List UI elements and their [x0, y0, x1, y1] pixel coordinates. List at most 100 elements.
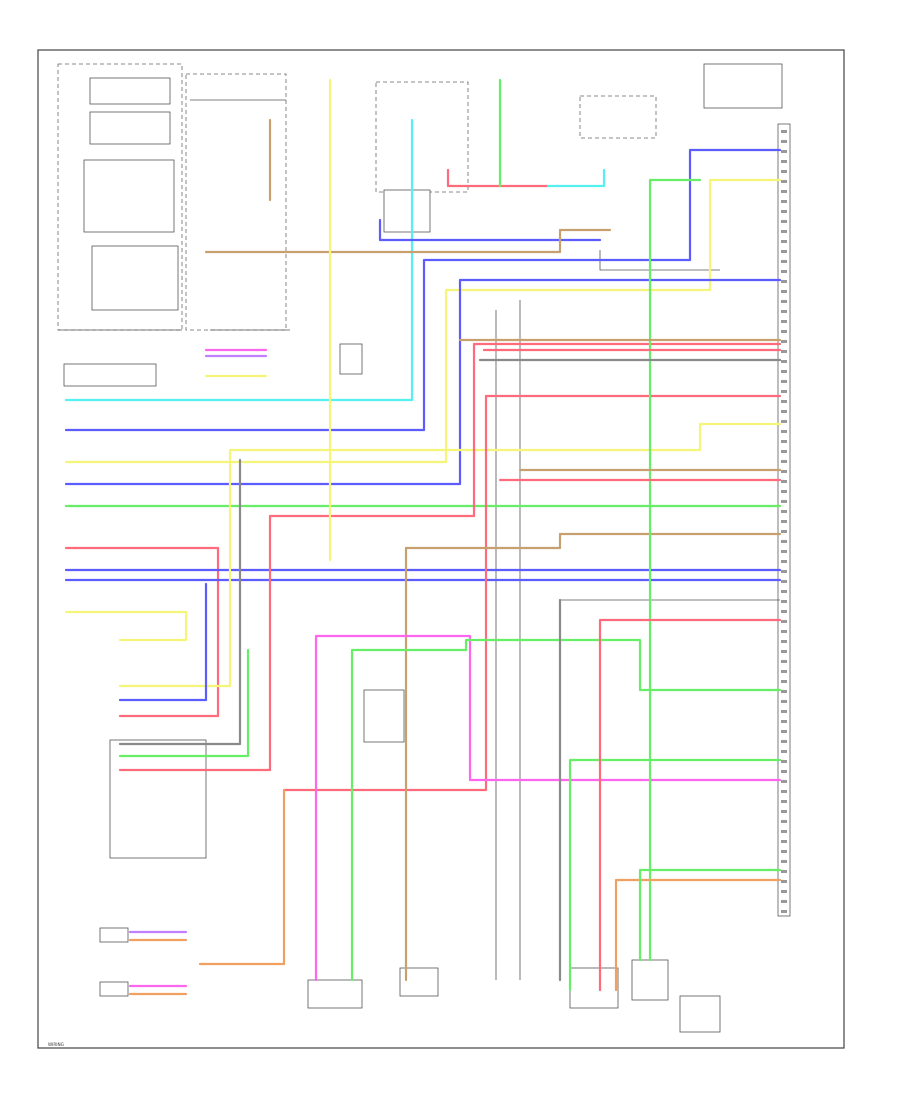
connector-pin — [781, 330, 787, 333]
connector-pin — [781, 760, 787, 763]
connector-pin — [781, 240, 787, 243]
connector-pin — [781, 390, 787, 393]
wire-gray-44 — [118, 458, 242, 746]
wire-green-17 — [350, 638, 782, 982]
connector-pin — [781, 500, 787, 503]
connector-pin — [781, 480, 787, 483]
module-block-2 — [89, 111, 171, 145]
connector-pin — [781, 510, 787, 513]
connector-pin — [781, 440, 787, 443]
mid-sensor — [363, 689, 405, 743]
diagram-frame — [37, 49, 845, 1049]
gray-route-4 — [560, 599, 780, 761]
wire-red-6 — [64, 546, 220, 718]
wire-cyan-1 — [64, 118, 414, 402]
connector-pin — [781, 140, 787, 143]
connector-pin — [781, 700, 787, 703]
left-bottom-connector-a — [99, 927, 129, 943]
module-block-3 — [83, 159, 175, 233]
bottom-sensor-4 — [631, 959, 669, 1001]
wire-red-13 — [282, 394, 782, 792]
lower-left-module — [63, 363, 157, 387]
connector-pin — [781, 640, 787, 643]
connector-pin — [781, 620, 787, 623]
connector-pin — [781, 260, 787, 263]
connector-pin — [781, 520, 787, 523]
wire-orange-21 — [614, 878, 782, 992]
connector-pin — [781, 570, 787, 573]
connector-pins — [781, 130, 787, 913]
connector-pin — [781, 680, 787, 683]
connector-pin — [781, 820, 787, 823]
bottom-sensor-5 — [679, 995, 721, 1033]
connector-pin — [781, 250, 787, 253]
wire-green-22 — [638, 868, 782, 962]
connector-pin — [781, 450, 787, 453]
connector-pin — [781, 900, 787, 903]
connector-pin — [781, 370, 787, 373]
connector-pin — [781, 740, 787, 743]
connector-pin — [781, 400, 787, 403]
footer-code: WIRING — [48, 1042, 64, 1047]
connector-pin — [781, 430, 787, 433]
bottom-sensor-3 — [569, 967, 619, 1009]
connector-pin — [781, 710, 787, 713]
left-lower-module — [109, 739, 207, 859]
wire-orange-14 — [198, 788, 286, 966]
connector-pin — [781, 320, 787, 323]
connector-pin — [781, 560, 787, 563]
connector-pin — [781, 170, 787, 173]
connector-pin — [781, 190, 787, 193]
connector-pin — [781, 580, 787, 583]
connector-pin — [781, 150, 787, 153]
connector-pin — [781, 590, 787, 593]
wire-tan-15 — [404, 532, 782, 982]
wire-yellow-10 — [118, 422, 782, 688]
connector-pin — [781, 630, 787, 633]
wire-green-18 — [568, 758, 782, 992]
small-sensor — [339, 343, 363, 375]
wire-red-24 — [446, 168, 550, 188]
connector-pin — [781, 660, 787, 663]
connector-pin — [781, 850, 787, 853]
connector-pin — [781, 380, 787, 383]
wire-red-12 — [118, 342, 782, 772]
connector-pin — [781, 800, 787, 803]
top-right-component — [703, 63, 783, 109]
wire-yellow-9 — [64, 610, 188, 642]
wire-yellow-3 — [64, 178, 782, 464]
connector-pin — [781, 840, 787, 843]
top-center-box — [375, 81, 469, 193]
connector-pin — [781, 130, 787, 133]
connector-pin — [781, 220, 787, 223]
connector-pin — [781, 280, 787, 283]
wire-blue-4 — [64, 278, 782, 486]
connector-pin — [781, 540, 787, 543]
connector-pin — [781, 600, 787, 603]
connector-pin — [781, 750, 787, 753]
connector-pin — [781, 350, 787, 353]
connector-pin — [781, 530, 787, 533]
upper-relay-module — [579, 95, 657, 139]
module-block-4 — [91, 245, 179, 311]
sensor-box — [185, 73, 287, 331]
connector-pin — [781, 650, 787, 653]
connector-pin — [781, 690, 787, 693]
connector-pin — [781, 230, 787, 233]
connector-pin — [781, 290, 787, 293]
connector-pin — [781, 670, 787, 673]
connector-pin — [781, 790, 787, 793]
connector-pin — [781, 610, 787, 613]
connector-pin — [781, 780, 787, 783]
connector-pin — [781, 180, 787, 183]
left-bottom-connector-b — [99, 981, 129, 997]
wire-green-19 — [648, 178, 702, 962]
wire-blue-27 — [378, 218, 602, 242]
connector-pin — [781, 410, 787, 413]
connector-pin — [781, 210, 787, 213]
connector-pin — [781, 890, 787, 893]
relay-box — [383, 189, 431, 233]
wire-blue-2 — [64, 148, 782, 432]
wire-blue-11 — [118, 582, 208, 702]
